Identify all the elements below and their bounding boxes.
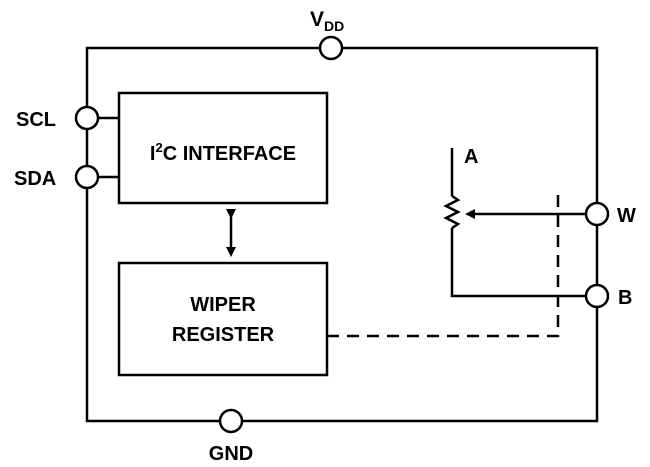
wiper-register-label-line1: WIPER bbox=[190, 294, 256, 316]
scl-pin bbox=[74, 105, 100, 131]
b-label: B bbox=[618, 287, 632, 309]
wiper-register-label-line2: REGISTER bbox=[172, 324, 275, 346]
gnd-label: GND bbox=[209, 443, 253, 465]
wiper-control-dashed-link bbox=[327, 192, 560, 338]
vdd-pin bbox=[318, 35, 344, 61]
a-label: A bbox=[464, 146, 478, 168]
sda-label: SDA bbox=[14, 168, 56, 190]
sda-pin bbox=[74, 164, 100, 190]
resistor-zigzag bbox=[443, 194, 461, 230]
i2c-interface-label: I2C INTERFACE bbox=[150, 140, 296, 165]
gnd-pin bbox=[218, 408, 244, 434]
b-pin bbox=[584, 283, 610, 309]
w-pin bbox=[584, 201, 610, 227]
i2c-interface-block bbox=[117, 91, 329, 205]
scl-label: SCL bbox=[16, 109, 56, 131]
wiper-register-block bbox=[117, 261, 329, 377]
w-label: W bbox=[617, 205, 636, 227]
pot-b-lead bbox=[450, 228, 585, 298]
vdd-label: VDD bbox=[310, 8, 344, 34]
